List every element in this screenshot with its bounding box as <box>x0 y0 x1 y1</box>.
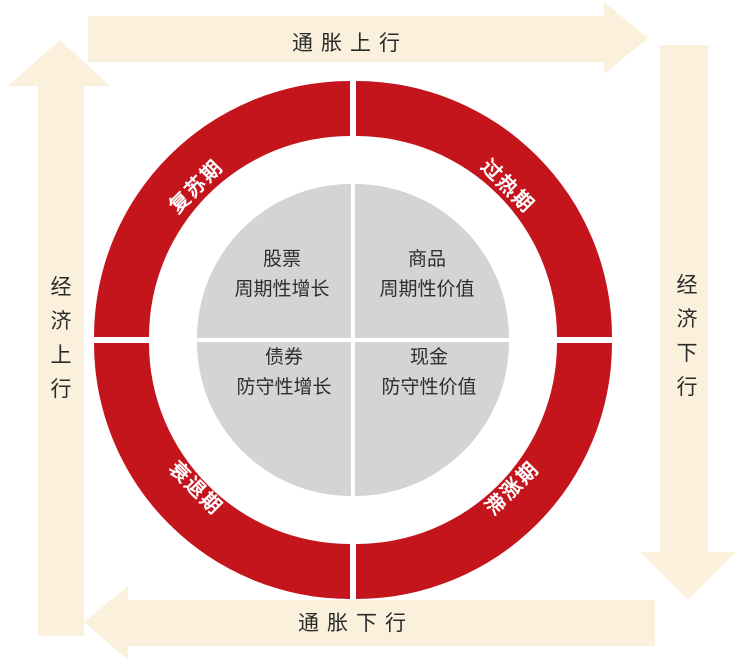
arrow-right-economy-down <box>640 45 736 600</box>
quadrant-asset-stocks: 股票 <box>262 248 301 270</box>
arrow-label-economy-up-char-4: 行 <box>50 377 72 401</box>
arrow-label-economy-up-char-1: 经 <box>50 275 72 299</box>
arrow-label-economy-down-char-1: 经 <box>676 273 698 297</box>
quadrant-text-cash: 现金 防守性价值 <box>354 342 504 402</box>
quadrant-text-stocks: 股票 周期性增长 <box>207 244 357 304</box>
quadrant-text-commodities: 商品 周期性价值 <box>352 244 502 304</box>
arrow-label-inflation-up: 通胀上行 <box>292 31 408 55</box>
quadrant-desc-bonds: 防守性增长 <box>236 376 332 398</box>
arrow-label-economy-up-char-2: 济 <box>50 309 72 333</box>
inner-quadrant-bonds <box>197 342 351 496</box>
quadrant-text-bonds: 债券 防守性增长 <box>209 342 359 402</box>
quadrant-asset-commodities: 商品 <box>407 248 446 270</box>
arrow-label-economy-down-char-4: 行 <box>676 375 698 399</box>
arrow-label-economy-down: 经 济 下 行 <box>672 268 702 404</box>
arrow-bottom-inflation-down <box>84 586 655 660</box>
inner-quadrant-commodities <box>355 184 509 338</box>
ring-segment-recovery <box>94 81 350 337</box>
inner-quadrant-cash <box>355 342 509 496</box>
inner-quadrant-stocks <box>197 184 351 338</box>
arrow-label-economy-down-char-3: 下 <box>676 341 698 365</box>
arrow-label-economy-up: 经 济 上 行 <box>46 270 76 406</box>
ring-segment-overheat <box>356 81 612 337</box>
arrow-left-economy-up <box>8 40 110 636</box>
ring-segment-stagflation <box>356 343 612 599</box>
quadrant-desc-cash: 防守性价值 <box>381 376 477 398</box>
ring-segment-recession <box>94 343 350 599</box>
quadrant-desc-commodities: 周期性价值 <box>379 278 475 300</box>
quadrant-asset-bonds: 债券 <box>264 346 303 368</box>
arrow-label-economy-down-char-2: 济 <box>676 307 698 331</box>
quadrant-desc-stocks: 周期性增长 <box>234 278 330 300</box>
arrow-top-inflation-up <box>88 2 648 74</box>
arrow-label-inflation-down: 通胀下行 <box>298 611 414 635</box>
quadrant-asset-cash: 现金 <box>409 346 448 368</box>
arrow-label-economy-up-char-3: 上 <box>50 343 72 367</box>
